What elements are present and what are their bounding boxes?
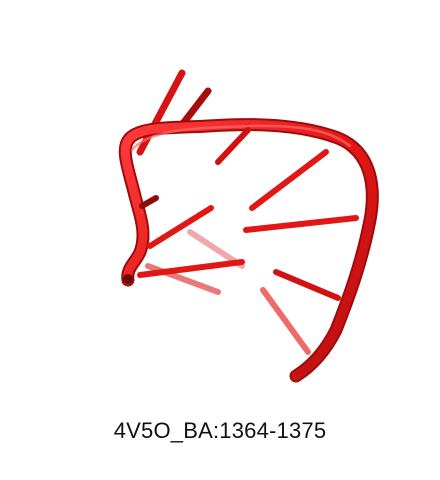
- backbone-end-cap: [291, 371, 301, 381]
- base-stick: [147, 205, 214, 249]
- base-stick: [260, 287, 311, 355]
- rear-base-sticks: [145, 229, 311, 355]
- base-stick: [273, 269, 341, 301]
- backbone-end-cap: [123, 274, 133, 284]
- base-stick: [249, 149, 329, 211]
- base-stick: [215, 127, 251, 165]
- base-stick: [139, 195, 159, 209]
- base-stick: [137, 259, 245, 278]
- rna-structure-render: [118, 69, 379, 383]
- front-base-sticks: [137, 127, 359, 301]
- rna-backbone: [118, 118, 379, 383]
- base-stick: [243, 215, 359, 233]
- structure-caption: 4V5O_BA:1364-1375: [113, 418, 327, 443]
- top-terminal-sticks: [136, 69, 212, 156]
